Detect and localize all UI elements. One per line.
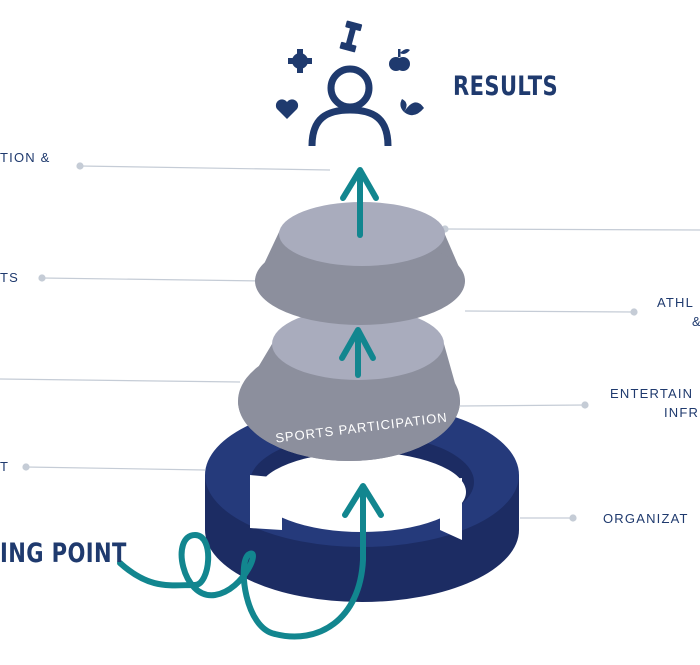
leader-line [459, 404, 586, 407]
base-ring [205, 403, 519, 602]
leader-dot [22, 463, 30, 471]
leader-dot [38, 274, 46, 282]
arrow-head [340, 167, 379, 201]
leader-line [79, 165, 331, 171]
leader-line [464, 310, 635, 313]
leader-line [0, 378, 241, 383]
leader-dot [630, 308, 638, 316]
arrows [117, 167, 384, 640]
leader-line [25, 466, 206, 471]
leader-dot [76, 162, 84, 170]
heart-icon [275, 99, 299, 119]
gear-icon [288, 49, 312, 73]
leader-line [41, 277, 263, 282]
leader-dot [569, 514, 577, 522]
right-label-infr: INFR [664, 405, 700, 420]
dumbbell-icon [339, 20, 363, 53]
apple-icon [389, 49, 410, 71]
arrow-head [342, 483, 384, 518]
starting-point-label: ING POINT [0, 538, 127, 569]
right-label-athl: ATHL [657, 295, 695, 310]
right-label-amp: & [692, 314, 700, 329]
results-title: RESULTS [453, 71, 559, 102]
squiggle-arrow [117, 487, 366, 640]
leaf-icon [400, 99, 424, 116]
left-label-2: TS [0, 270, 20, 285]
arrow-head [339, 327, 376, 361]
left-label-1: TION & [0, 150, 51, 165]
leader-line [444, 228, 700, 231]
leader-lines [0, 162, 700, 522]
leader-dot [581, 401, 589, 409]
person-icon [308, 65, 392, 147]
right-label-entertain: ENTERTAIN [610, 386, 694, 401]
right-label-organizat: ORGANIZAT [603, 511, 689, 526]
lower-cone: SPORTS PARTICIPATION [238, 308, 460, 461]
left-label-3: T [0, 459, 10, 474]
